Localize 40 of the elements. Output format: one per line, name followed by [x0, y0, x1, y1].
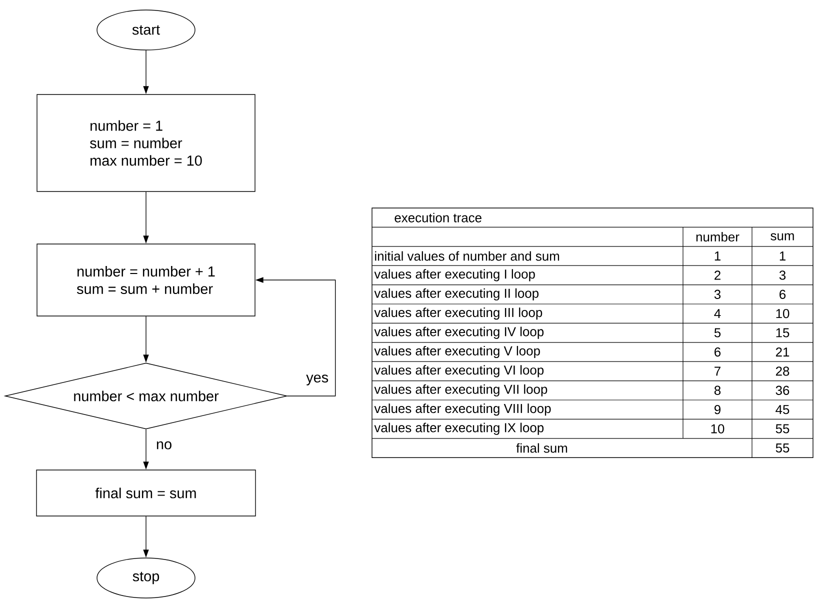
row-label: values after executing IX loop — [374, 422, 544, 435]
cell-value: 15 — [776, 328, 790, 338]
cell-value: 6 — [714, 347, 721, 357]
cell-value: 1 — [780, 252, 786, 260]
cell-value: 2 — [714, 270, 720, 280]
cell-value: 3 — [779, 270, 786, 280]
row-label: initial values of number and sum — [375, 251, 560, 261]
cell-value: 7 — [714, 366, 720, 376]
cell-value: 55 — [776, 424, 790, 434]
edge-label: no — [154, 440, 174, 450]
process-box: number = 1 sum = number max number = 10 — [36, 94, 256, 192]
column-header: number — [696, 232, 740, 242]
row-label: values after executing VII loop — [374, 384, 548, 396]
cell-value: 36 — [776, 386, 790, 395]
row-label: values after executing VI loop — [374, 365, 544, 378]
cell-value: 3 — [714, 290, 721, 299]
row-label: final sum — [516, 443, 568, 453]
cell-value: 4 — [714, 309, 721, 318]
edge-label: yes — [305, 374, 330, 386]
cell-value: 10 — [776, 309, 790, 318]
cell-value: 1 — [714, 252, 720, 260]
table-title: execution trace — [394, 212, 482, 222]
row-label: values after executing I loop — [374, 269, 535, 282]
row-label: values after executing VIII loop — [374, 404, 551, 416]
cell-value: 21 — [776, 347, 790, 357]
cell-value: 6 — [780, 290, 786, 299]
cell-value: 5 — [714, 328, 721, 338]
cell-value: 55 — [776, 443, 790, 452]
cell-value: 8 — [714, 386, 721, 395]
cell-value: 28 — [776, 366, 790, 376]
row-label: values after executing V loop — [374, 346, 540, 358]
row-label: values after executing II loop — [374, 288, 538, 300]
row-label: values after executing IV loop — [374, 326, 544, 339]
cell-value: 9 — [714, 405, 720, 414]
process-box: number = number + 1 sum = sum + number — [36, 244, 256, 316]
cell-value: 10 — [711, 424, 724, 434]
cell-value: 45 — [776, 405, 790, 414]
row-label: values after executing III loop — [374, 308, 542, 320]
process-box: final sum = sum — [36, 470, 256, 516]
column-header: sum — [770, 233, 794, 240]
